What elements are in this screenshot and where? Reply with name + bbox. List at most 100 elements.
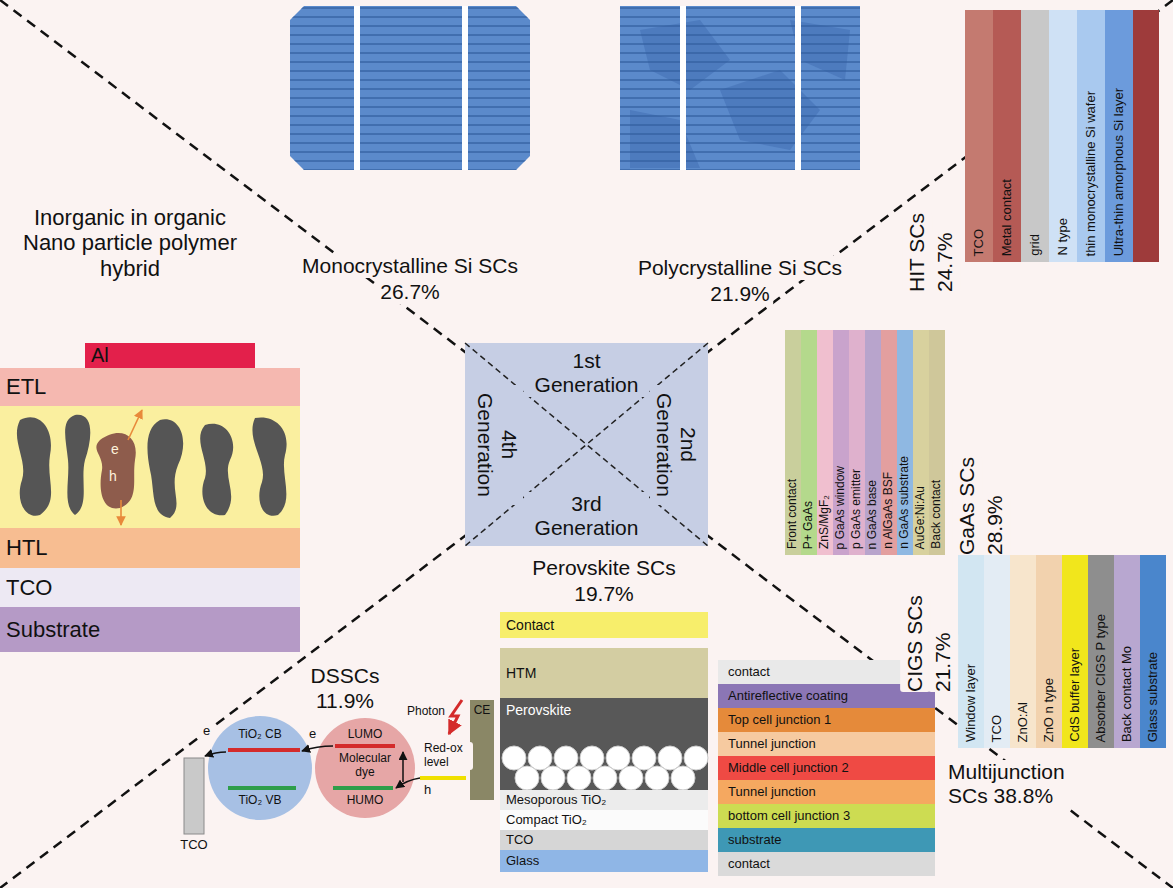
- dye-molecule: LUMO Molecular dyeHUMO: [315, 718, 415, 818]
- layer-box: Tunnel junction: [718, 780, 935, 804]
- layer-box: TCO: [500, 830, 708, 850]
- layer-label: ZnO n type: [1042, 678, 1057, 742]
- layer-strip: AuGe:Ni:Au: [913, 330, 929, 555]
- layer-box: Mesoporous TiO₂: [500, 790, 708, 810]
- layer-label: TCO: [506, 833, 533, 848]
- layer-box: HTM: [500, 648, 708, 698]
- layer-label: TCO: [972, 229, 987, 256]
- layer-strip: Glass substrate: [1140, 555, 1166, 748]
- layer-strip: n GaAs base: [865, 330, 881, 555]
- hybrid-active-layer: [200, 424, 233, 516]
- layer-label: Compact TiO₂: [506, 813, 587, 828]
- divider-line: [465, 343, 708, 546]
- layer-box: Al: [85, 343, 255, 368]
- layer-box: HTL: [0, 528, 300, 568]
- layer-label: Absorber CIGS P type: [1094, 614, 1109, 742]
- layer-box: TCO: [0, 568, 300, 607]
- layer-label: HTL: [6, 535, 48, 560]
- layer-label: ETL: [6, 374, 46, 399]
- layer-strip: ZnO:Al: [1010, 555, 1036, 748]
- shape-label: Molecular dye: [332, 752, 398, 780]
- shape-label: 2nd Generation: [650, 385, 702, 505]
- charge-label: e: [309, 727, 316, 742]
- layer-label: Top cell junction 1: [728, 713, 831, 728]
- efficiency-value: 21.9%: [707, 282, 773, 306]
- layer-label: Tunnel junction: [728, 737, 816, 752]
- tio2-particle: [619, 766, 643, 790]
- layer-box: Substrate: [0, 607, 300, 652]
- layer-box: Compact TiO₂: [500, 810, 708, 830]
- generation-box: 1st Generation2nd Generation3rd Generati…: [465, 343, 708, 546]
- layer-strip: Metal contact: [993, 10, 1021, 262]
- layer-strip: TCO: [965, 10, 993, 262]
- layer-label: Middle cell junction 2: [728, 761, 849, 776]
- layer-strip: ZnS/MgF₂: [817, 330, 833, 555]
- layer-strip: thin monocrystalline Si wafer: [1077, 10, 1105, 262]
- cell-name: Perovskite SCs: [529, 556, 679, 580]
- hybrid-active-layer: [17, 417, 51, 515]
- tio2-particle: [567, 766, 591, 790]
- efficiency-value: 21.7%: [928, 632, 958, 692]
- layer-label: AuGe:Ni:Au: [914, 486, 928, 549]
- layer-label: ZnO:Al: [1016, 702, 1031, 742]
- layer-label: p GaAs emitter: [850, 469, 864, 549]
- layer-box: ETL: [0, 368, 300, 406]
- cell-name: Multijunction SCs 38.8%: [945, 760, 1091, 808]
- layer-box: Middle cell junction 2: [718, 756, 935, 780]
- layer-label: Contact: [506, 617, 554, 633]
- layer-label: Antireflective coating: [728, 689, 848, 704]
- shape-label: HUMO: [347, 794, 384, 808]
- charge-label: e: [200, 724, 213, 739]
- layer-label: Tunnel junction: [728, 785, 816, 800]
- shape-label: LUMO: [348, 728, 383, 742]
- hybrid-active-layer: [0, 406, 300, 528]
- hit-back-contact: [1133, 10, 1159, 262]
- layer-label: Glass substrate: [1146, 652, 1161, 742]
- hybrid-active-layer: [96, 433, 135, 509]
- cell-name: GaAs SCs: [952, 457, 982, 555]
- mono-si-cell: [354, 6, 360, 170]
- cell-name: HIT SCs: [902, 213, 932, 292]
- layer-label: Al: [91, 344, 109, 367]
- efficiency-value: 28.9%: [980, 495, 1010, 555]
- transfer-arrow: [302, 746, 333, 751]
- layer-box: Contact: [500, 612, 708, 638]
- hit-back-contact: [1133, 10, 1159, 262]
- shape-label: TiO₂ VB: [239, 794, 282, 808]
- layer-strip: n GaAs substrate: [897, 330, 913, 555]
- part-name: TCO: [177, 838, 210, 853]
- tio2-particle: [671, 766, 695, 790]
- layer-label: n AlGaAs BSF: [882, 472, 896, 549]
- layer-strip: Absorber CIGS P type: [1088, 555, 1114, 748]
- band-level: [333, 786, 393, 790]
- charge-label: e: [111, 441, 119, 457]
- charge-label: h: [109, 468, 117, 484]
- layer-label: contact: [728, 857, 770, 872]
- efficiency-value: 24.7%: [930, 232, 960, 292]
- layer-label: thin monocrystalline Si wafer: [1084, 91, 1099, 256]
- layer-label: Substrate: [6, 617, 100, 642]
- tio2-particle: [515, 766, 539, 790]
- charge-label: h: [424, 783, 431, 798]
- transfer-arrow: [205, 752, 226, 756]
- poly-si-cell: [680, 6, 686, 170]
- layer-strip: P+ GaAs: [801, 330, 817, 555]
- layer-label: Ultra-thin amorphous Si layer: [1112, 88, 1127, 256]
- hybrid-active-layer: [0, 406, 300, 528]
- layer-label: TCO: [990, 715, 1005, 742]
- efficiency-value: 26.7%: [377, 280, 443, 304]
- shape-label: TiO₂ CB: [238, 728, 282, 742]
- layer-label: CdS buffer layer: [1068, 648, 1083, 742]
- cell-name: Inorganic in organic Nano particle polym…: [7, 205, 253, 281]
- dssc-parts: [449, 700, 462, 734]
- mono-si-cell: [290, 6, 530, 170]
- layer-strip: TCO: [984, 555, 1010, 748]
- layer-strip: Window layer: [958, 555, 984, 748]
- mono-si-cell: [290, 6, 530, 170]
- layer-label: Back contact Mo: [1120, 646, 1135, 742]
- layer-strip: n AlGaAs BSF: [881, 330, 897, 555]
- poly-si-cell: [620, 6, 860, 170]
- band-level: [335, 744, 395, 748]
- layer-label: contact: [728, 665, 770, 680]
